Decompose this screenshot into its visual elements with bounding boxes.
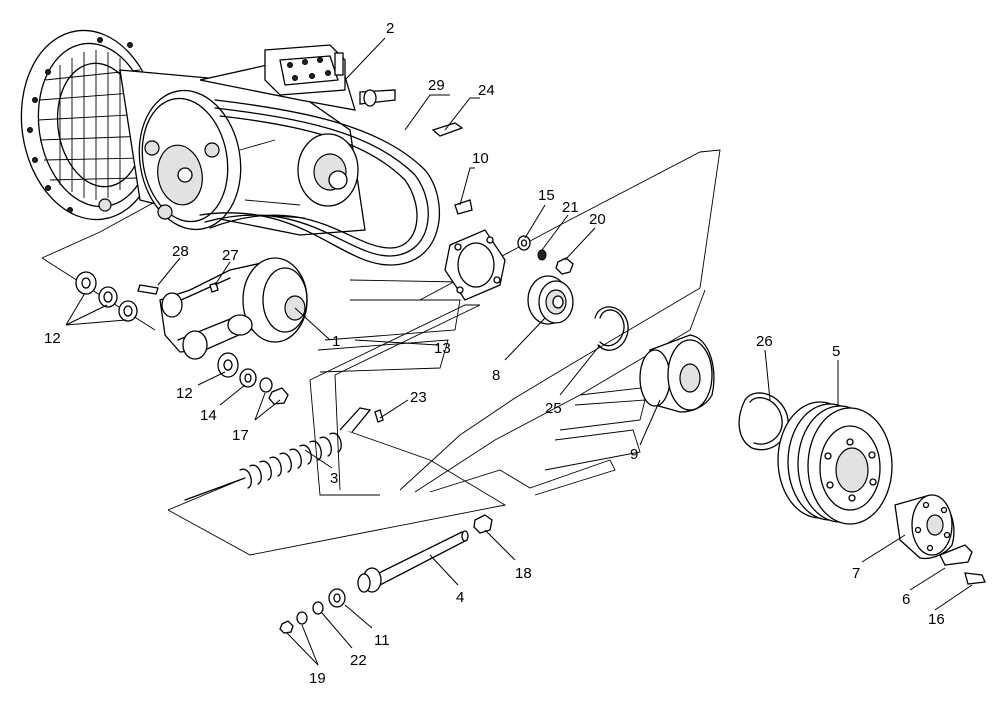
- v-belt: [199, 99, 441, 266]
- callout-12-upper: 12: [44, 330, 61, 347]
- callout-11: 11: [374, 632, 390, 649]
- callout-2: 2: [386, 20, 394, 37]
- bushing-ring-part: [328, 588, 346, 608]
- callout-13: 13: [434, 340, 451, 357]
- bolt-part: [964, 572, 986, 585]
- grease-nipple-part: [209, 282, 219, 293]
- snap-ring-part: [594, 306, 629, 351]
- axle-pin-part: [137, 284, 159, 295]
- spacer-washers: [75, 271, 289, 405]
- callout-1: 1: [332, 333, 340, 350]
- gearbox-assembly: [20, 29, 441, 266]
- gasket-part: [444, 229, 506, 301]
- callout-4: 4: [456, 589, 464, 606]
- callout-15: 15: [538, 187, 555, 204]
- small-washer-part: [312, 601, 324, 615]
- bearing-part: [527, 275, 574, 325]
- callout-5: 5: [832, 343, 840, 360]
- callout-25: 25: [545, 400, 562, 417]
- callout-18: 18: [515, 565, 532, 582]
- callout-19: 19: [309, 670, 326, 687]
- callout-9: 9: [630, 446, 638, 463]
- lock-plate-part: [939, 544, 973, 566]
- hub-part: [894, 494, 955, 560]
- tensioner-arm-assembly: [159, 257, 308, 360]
- drive-pulley: [98, 89, 242, 231]
- callout-20: 20: [589, 211, 606, 228]
- callout-10: 10: [472, 150, 489, 167]
- shaft-nut-part: [473, 514, 493, 534]
- callout-labels: 2 29 24 10 15 21 20 28 27 12 1 13 8 12 1…: [44, 20, 945, 687]
- callout-28: 28: [172, 243, 189, 260]
- lock-washer-part: [537, 249, 547, 261]
- callout-27: 27: [222, 247, 239, 264]
- shaft-part: [357, 530, 469, 593]
- callout-7: 7: [852, 565, 860, 582]
- end-nut-part: [279, 620, 294, 634]
- pulley-part: [777, 401, 893, 525]
- callout-23: 23: [410, 389, 427, 406]
- callout-26: 26: [756, 333, 773, 350]
- bushing-part: [639, 334, 715, 413]
- split-pin-part: [374, 409, 384, 423]
- callout-24: 24: [478, 82, 495, 99]
- callout-8: 8: [492, 367, 500, 384]
- perspective-guide-lines: [41, 149, 721, 556]
- nut-part: [555, 257, 574, 275]
- key-part: [431, 122, 464, 137]
- callout-16: 16: [928, 611, 945, 628]
- pin-part: [454, 199, 473, 215]
- washer-part: [517, 235, 531, 251]
- callout-12-lower: 12: [176, 385, 193, 402]
- callout-21: 21: [562, 199, 579, 216]
- callout-17: 17: [232, 427, 249, 444]
- valve-block: [264, 44, 396, 107]
- leader-lines: [65, 37, 973, 666]
- callout-14: 14: [200, 407, 217, 424]
- end-washer-part: [296, 611, 308, 625]
- callout-22: 22: [350, 652, 367, 669]
- callout-3: 3: [330, 470, 338, 487]
- callout-29: 29: [428, 77, 445, 94]
- callout-6: 6: [902, 591, 910, 608]
- spring-part: [184, 407, 372, 501]
